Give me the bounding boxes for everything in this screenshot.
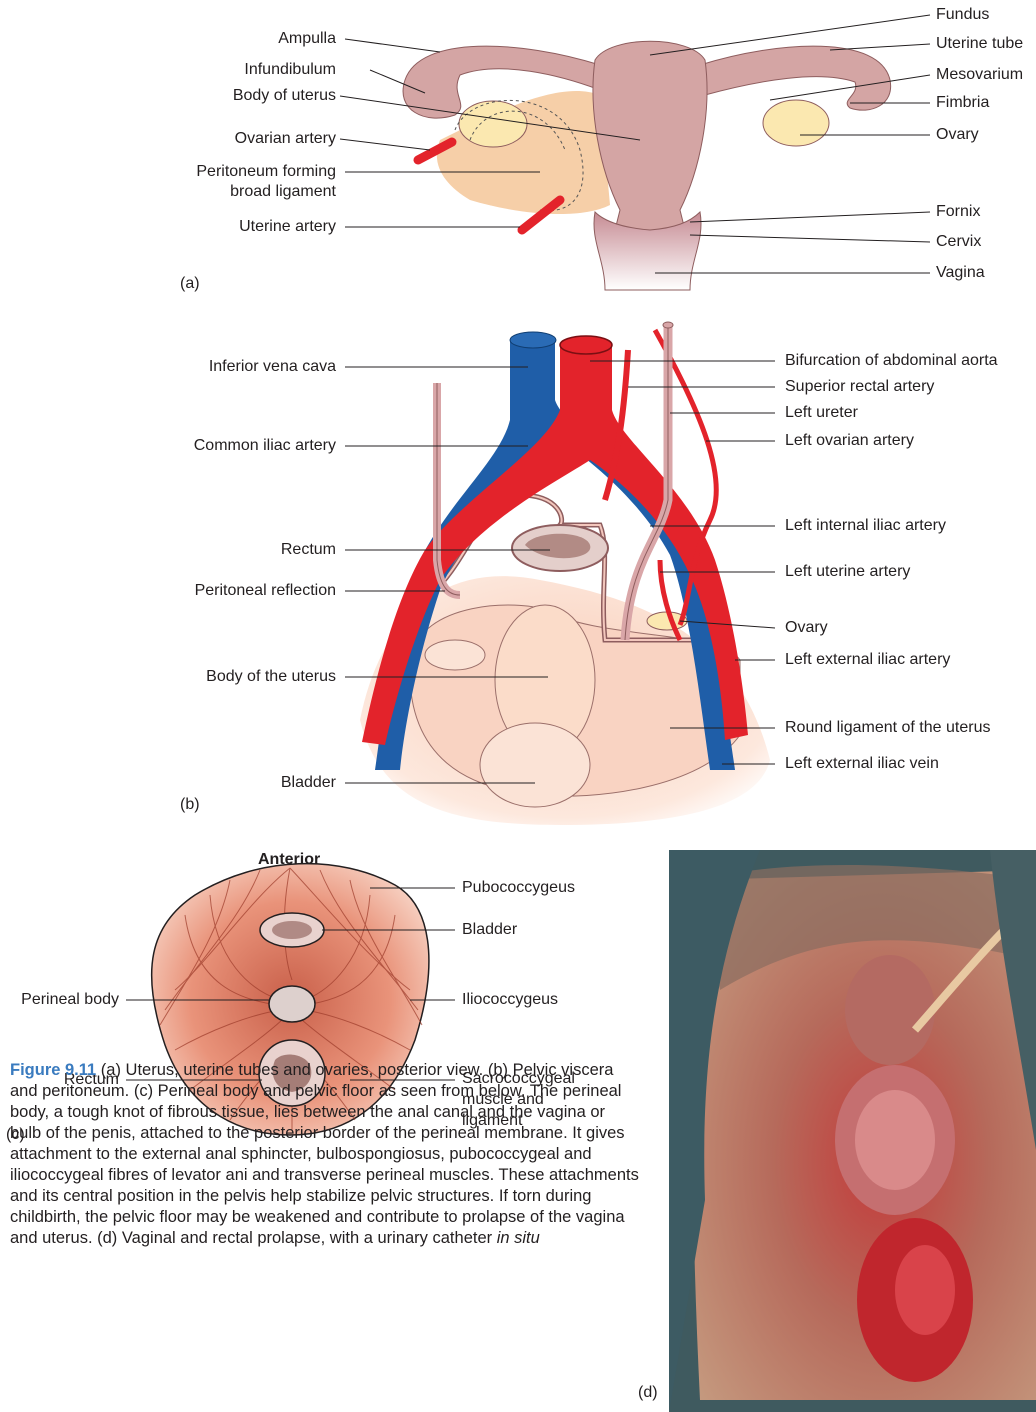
label-left-ovarian-artery: Left ovarian artery <box>785 432 914 450</box>
figure-caption: Figure 9.11 (a) Uterus, uterine tubes an… <box>10 1060 640 1249</box>
label-pubococcygeus: Pubococcygeus <box>462 879 575 897</box>
label-fornix: Fornix <box>936 203 980 221</box>
label-inferior-vena-cava: Inferior vena cava <box>209 358 336 376</box>
label-cervix: Cervix <box>936 233 981 251</box>
broad-ligament <box>437 91 610 214</box>
label-left-uterine-artery: Left uterine artery <box>785 563 910 581</box>
label-peritoneum-forming: Peritoneum forming <box>196 163 336 181</box>
label-ovarian-artery: Ovarian artery <box>235 130 336 148</box>
caption-text: (a) Uterus, uterine tubes and ovaries, p… <box>10 1061 639 1247</box>
label-iliococcygeus: Iliococcygeus <box>462 991 558 1009</box>
label-left-external-iliac-vein: Left external iliac vein <box>785 755 939 773</box>
label-body-of-uterus: Body of uterus <box>233 87 336 105</box>
bladder-b <box>480 723 590 807</box>
label-ampulla: Ampulla <box>278 30 336 48</box>
label-ovary-b: Ovary <box>785 619 828 637</box>
label-vagina: Vagina <box>936 264 985 282</box>
left-ovary-b-side <box>425 640 485 670</box>
label-bladder-c: Bladder <box>462 921 517 939</box>
label-left-ureter: Left ureter <box>785 404 858 422</box>
label-left-external-iliac-artery: Left external iliac artery <box>785 651 950 669</box>
ovary-right <box>763 100 829 146</box>
label-uterine-tube: Uterine tube <box>936 35 1023 53</box>
label-anterior: Anterior <box>258 851 320 869</box>
label-mesovarium: Mesovarium <box>936 66 1023 84</box>
ovary-left <box>459 101 527 147</box>
label-left-internal-iliac-artery: Left internal iliac artery <box>785 517 946 535</box>
label-fundus: Fundus <box>936 6 989 24</box>
label-uterine-artery: Uterine artery <box>239 218 336 236</box>
label-ovary: Ovary <box>936 126 979 144</box>
label-body-of-the-uterus: Body of the uterus <box>206 668 336 686</box>
label-fimbria: Fimbria <box>936 94 989 112</box>
label-perineal-body: Perineal body <box>21 991 119 1009</box>
label-broad-ligament: broad ligament <box>230 183 336 201</box>
panel-a-diagram <box>403 41 891 290</box>
label-common-iliac-artery: Common iliac artery <box>194 437 336 455</box>
label-peritoneal-reflection: Peritoneal reflection <box>195 582 336 600</box>
panel-b-letter: (b) <box>180 796 200 814</box>
label-rectum-b: Rectum <box>281 541 336 559</box>
panel-d-photo <box>669 850 1036 1412</box>
perineal-body-c <box>269 986 315 1022</box>
label-bifurcation-abdominal-aorta: Bifurcation of abdominal aorta <box>785 352 998 370</box>
panel-a-letter: (a) <box>180 275 200 293</box>
figure-number: Figure 9.11 <box>10 1061 96 1079</box>
panel-d-letter: (d) <box>638 1384 658 1402</box>
label-superior-rectal-artery: Superior rectal artery <box>785 378 934 396</box>
caption-italic: in situ <box>497 1229 540 1247</box>
label-round-ligament: Round ligament of the uterus <box>785 719 990 737</box>
label-infundibulum: Infundibulum <box>244 61 336 79</box>
label-bladder-b: Bladder <box>281 774 336 792</box>
panel-b-diagram <box>360 322 770 825</box>
